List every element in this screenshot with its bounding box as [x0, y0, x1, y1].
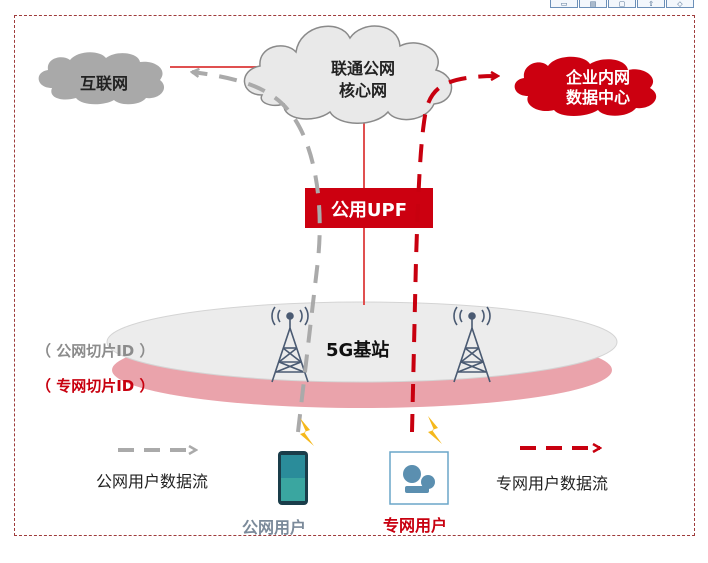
private-signal-icon [428, 416, 442, 444]
left-tower-icon [271, 306, 309, 383]
phone-icon [278, 451, 308, 505]
legend-public-label: 公网用户数据流 [96, 472, 209, 491]
public-user-label: 公网用户 [242, 518, 307, 537]
feedback-icon[interactable]: ◇ [666, 0, 694, 8]
collapse-icon[interactable]: ▭ [550, 0, 578, 8]
core-network-cloud [243, 25, 453, 124]
private-terminal-icon [389, 451, 449, 505]
internet-label: 互联网 [80, 74, 129, 93]
legend-private-label: 专网用户数据流 [496, 474, 609, 493]
private-flow-path [410, 76, 498, 433]
internet-cloud [38, 52, 165, 105]
private-slice-label: （ 专网切片ID ） [36, 377, 155, 395]
public-slice-label: （ 公网切片ID ） [36, 342, 155, 360]
top-toolbar: ▭ ▤ ▢ ⇧ ◇ [549, 0, 694, 8]
layout-icon[interactable]: ▤ [579, 0, 607, 8]
private-user-label: 专网用户 [383, 516, 448, 535]
enterprise-cloud [514, 56, 657, 116]
upf-box [305, 188, 433, 228]
base-station-label: 5G基站 [326, 340, 390, 361]
copy-icon[interactable]: ▢ [608, 0, 636, 8]
enterprise-label: 企业内网 数据中心 [565, 68, 630, 107]
core-network-label: 联通公网 核心网 [330, 59, 395, 100]
diagram-frame [14, 15, 695, 536]
public-signal-icon [300, 418, 314, 446]
right-tower-icon [453, 306, 491, 383]
upload-icon[interactable]: ⇧ [637, 0, 665, 8]
public-flow-path [192, 72, 322, 433]
upf-label: 公用UPF [330, 200, 408, 221]
